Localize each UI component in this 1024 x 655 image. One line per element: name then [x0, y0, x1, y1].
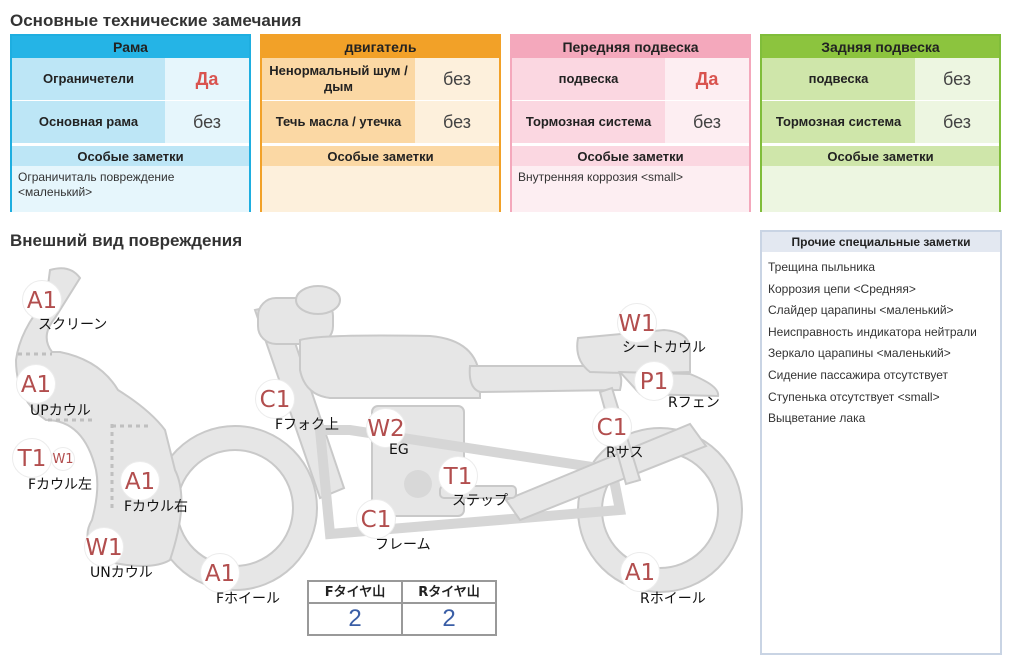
- rear-suspension-card: Задняя подвеска подвеска без Тормозная с…: [760, 34, 1001, 212]
- engine-card: двигатель Ненормальный шум / дым без Теч…: [260, 34, 501, 212]
- damage-marker-seatcowl: W1: [617, 303, 657, 343]
- damage-marker-fcowl-right: A1: [120, 461, 160, 501]
- list-item: Коррозия цепи <Средняя>: [768, 281, 916, 296]
- row-value: без: [915, 58, 999, 100]
- tank-shape: [299, 334, 481, 399]
- damage-marker-screen: A1: [22, 280, 62, 320]
- row-value: без: [915, 101, 999, 143]
- part-label-rsus: Rサス: [606, 445, 644, 461]
- list-item: Зеркало царапины <маленький>: [768, 346, 951, 361]
- damage-marker-fwheel: A1: [200, 553, 240, 593]
- list-item: Трещина пыльника: [768, 260, 876, 274]
- engine-detail: [404, 470, 432, 498]
- part-label-upcowl: UPカウル: [30, 403, 91, 419]
- list-item: Слайдер царапины <маленький>: [768, 303, 954, 318]
- tyre-table-values: 2 2: [309, 604, 495, 634]
- list-item: Сидение пассажира отсутствует: [768, 367, 949, 382]
- front-tyre-value: 2: [348, 605, 362, 632]
- damage-marker-frame: C1: [356, 499, 396, 539]
- card-row: Тормозная система без: [762, 101, 999, 144]
- card-title: Передняя подвеска: [512, 36, 749, 58]
- damage-marker-fcowl-left-2: W1: [51, 447, 75, 471]
- rear-tyre-value: 2: [401, 604, 495, 634]
- part-label-eg: EG: [389, 442, 409, 458]
- row-label: подвеска: [512, 58, 665, 100]
- card-row: Течь масла / утечка без: [262, 101, 499, 144]
- damage-marker-upcowl: A1: [16, 364, 56, 404]
- row-label: Ненормальный шум / дым: [262, 58, 415, 100]
- damage-marker-rwheel: A1: [620, 552, 660, 592]
- other-notes-panel: Прочие специальные заметки Трещина пыльн…: [760, 230, 1002, 655]
- card-row: Тормозная система без: [512, 101, 749, 144]
- card-title: Рама: [12, 36, 249, 58]
- part-label-ffork: Fフォク上: [275, 417, 340, 433]
- notes-text: Ограничиталь повреждение <маленький>: [12, 166, 249, 212]
- row-label: Тормозная система: [512, 101, 665, 143]
- row-value: без: [665, 101, 749, 143]
- card-row: подвеска Да: [512, 58, 749, 101]
- list-item: Выцветание лака: [768, 411, 866, 426]
- rear-tyre-label: Rタイヤ山: [401, 582, 495, 602]
- damage-marker-rsus: C1: [592, 407, 632, 447]
- damage-marker-fcowl-left: T1: [12, 438, 52, 478]
- row-label: Основная рама: [12, 101, 165, 143]
- front-wheel-hub: [176, 449, 294, 567]
- damage-title: Внешний вид повреждения: [10, 231, 243, 250]
- tyre-tread-table: Fタイヤ山 Rタイヤ山 2 2: [307, 580, 497, 636]
- damage-marker-step: T1: [438, 456, 478, 496]
- part-label-fwheel: Fホイール: [216, 591, 281, 607]
- front-tyre-label: Fタイヤ山: [324, 585, 386, 600]
- row-value: Да: [165, 58, 249, 100]
- list-item: Ступенька отсутствует <small>: [768, 389, 940, 404]
- card-title: Задняя подвеска: [762, 36, 999, 58]
- other-notes-title: Прочие специальные заметки: [762, 232, 1000, 252]
- tyre-table-header: Fタイヤ山 Rタイヤ山: [309, 582, 495, 604]
- part-label-frame: フレーム: [375, 537, 431, 553]
- row-label: Течь масла / утечка: [262, 101, 415, 143]
- row-value: без: [415, 101, 499, 143]
- notes-text: [762, 166, 999, 212]
- part-label-seatcowl: シートカウル: [622, 340, 706, 356]
- other-notes-list: Трещина пыльника Коррозия цепи <Средняя>…: [762, 252, 1000, 435]
- damage-marker-eg: W2: [366, 408, 406, 448]
- frame-card: Рама Ограничетели Да Основная рама без О…: [10, 34, 251, 212]
- part-label-fcowl-left: Fカウル左: [28, 477, 93, 493]
- list-item: Неисправность индикатора нейтрали: [768, 324, 977, 339]
- mirror-shape: [295, 285, 341, 315]
- card-title: двигатель: [262, 36, 499, 58]
- notes-text: [262, 166, 499, 212]
- row-value: Да: [665, 58, 749, 100]
- card-row: подвеска без: [762, 58, 999, 101]
- frame-shape: [314, 425, 627, 540]
- row-label: Ограничетели: [12, 58, 165, 100]
- part-label-rfender: Rフェン: [668, 395, 720, 411]
- part-label-step: ステップ: [452, 493, 508, 509]
- part-label-uncowl: UNカウル: [90, 565, 153, 581]
- notes-title: Особые заметки: [762, 144, 999, 166]
- card-row: Ограничетели Да: [12, 58, 249, 101]
- damage-marker-ffork: C1: [255, 379, 295, 419]
- row-value: без: [165, 101, 249, 143]
- part-label-rwheel: Rホイール: [640, 591, 706, 607]
- part-label-screen: スクリーン: [38, 317, 108, 333]
- row-value: без: [415, 58, 499, 100]
- notes-title: Особые заметки: [262, 144, 499, 166]
- part-label-fcowl-right: Fカウル右: [124, 499, 189, 515]
- damage-marker-rfender: P1: [634, 361, 674, 401]
- card-row: Основная рама без: [12, 101, 249, 144]
- notes-text: Внутренняя коррозия <small>: [512, 166, 749, 212]
- front-suspension-card: Передняя подвеска подвеска Да Тормозная …: [510, 34, 751, 212]
- main-title: Основные технические замечания: [10, 11, 302, 30]
- row-label: подвеска: [762, 58, 915, 100]
- card-row: Ненормальный шум / дым без: [262, 58, 499, 101]
- damage-marker-uncowl: W1: [84, 527, 124, 567]
- row-label: Тормозная система: [762, 101, 915, 143]
- notes-title: Особые заметки: [512, 144, 749, 166]
- notes-title: Особые заметки: [12, 144, 249, 166]
